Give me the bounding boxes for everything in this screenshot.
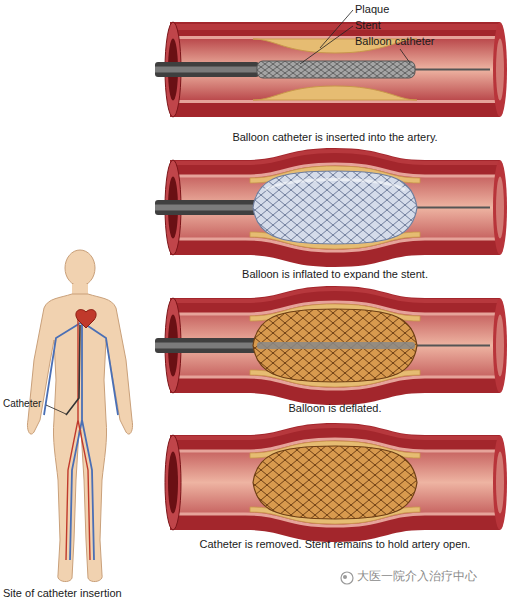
leader-line <box>46 405 66 414</box>
catheter <box>155 62 490 77</box>
expanded-stent <box>253 309 417 382</box>
leader-line <box>400 49 410 63</box>
watermark-icon <box>341 572 353 584</box>
part-label: Stent <box>355 19 445 32</box>
figure-caption: Site of catheter insertion <box>3 587 213 600</box>
step-caption: Balloon catheter is inserted into the ar… <box>165 131 505 144</box>
body-figure <box>27 250 132 582</box>
expanded-stent <box>253 446 417 519</box>
plaque <box>250 441 420 524</box>
step-caption: Balloon is deflated. <box>165 402 505 415</box>
artery-line <box>66 318 90 560</box>
leader-line <box>320 10 353 48</box>
step-caption: Catheter is removed. Stent remains to ho… <box>158 538 512 551</box>
heart <box>76 310 96 328</box>
artery-panel <box>155 22 507 117</box>
plaque <box>250 304 420 387</box>
catheter-path <box>66 325 80 415</box>
artery <box>165 423 507 542</box>
balloon-highlight <box>265 180 405 191</box>
leader-line <box>300 26 353 64</box>
step-caption: Balloon is inflated to expand the stent. <box>165 268 505 281</box>
part-label: Plaque <box>355 3 445 16</box>
artery-panel <box>165 423 507 542</box>
plaque <box>253 86 417 100</box>
part-label: Balloon catheter <box>355 35 475 48</box>
watermark: 大医一院介入治疗中心 <box>357 570 519 584</box>
artery-panel <box>155 148 507 267</box>
part-label: Catheter <box>3 398 63 410</box>
folded-stent <box>257 61 415 78</box>
watermark-icon <box>343 575 347 579</box>
deflated-balloon <box>257 342 415 349</box>
artery-panel <box>155 286 507 405</box>
plaque <box>250 166 420 249</box>
vein <box>44 318 118 560</box>
head <box>65 250 95 286</box>
expanded-stent <box>253 171 417 244</box>
body-outline <box>27 294 132 582</box>
